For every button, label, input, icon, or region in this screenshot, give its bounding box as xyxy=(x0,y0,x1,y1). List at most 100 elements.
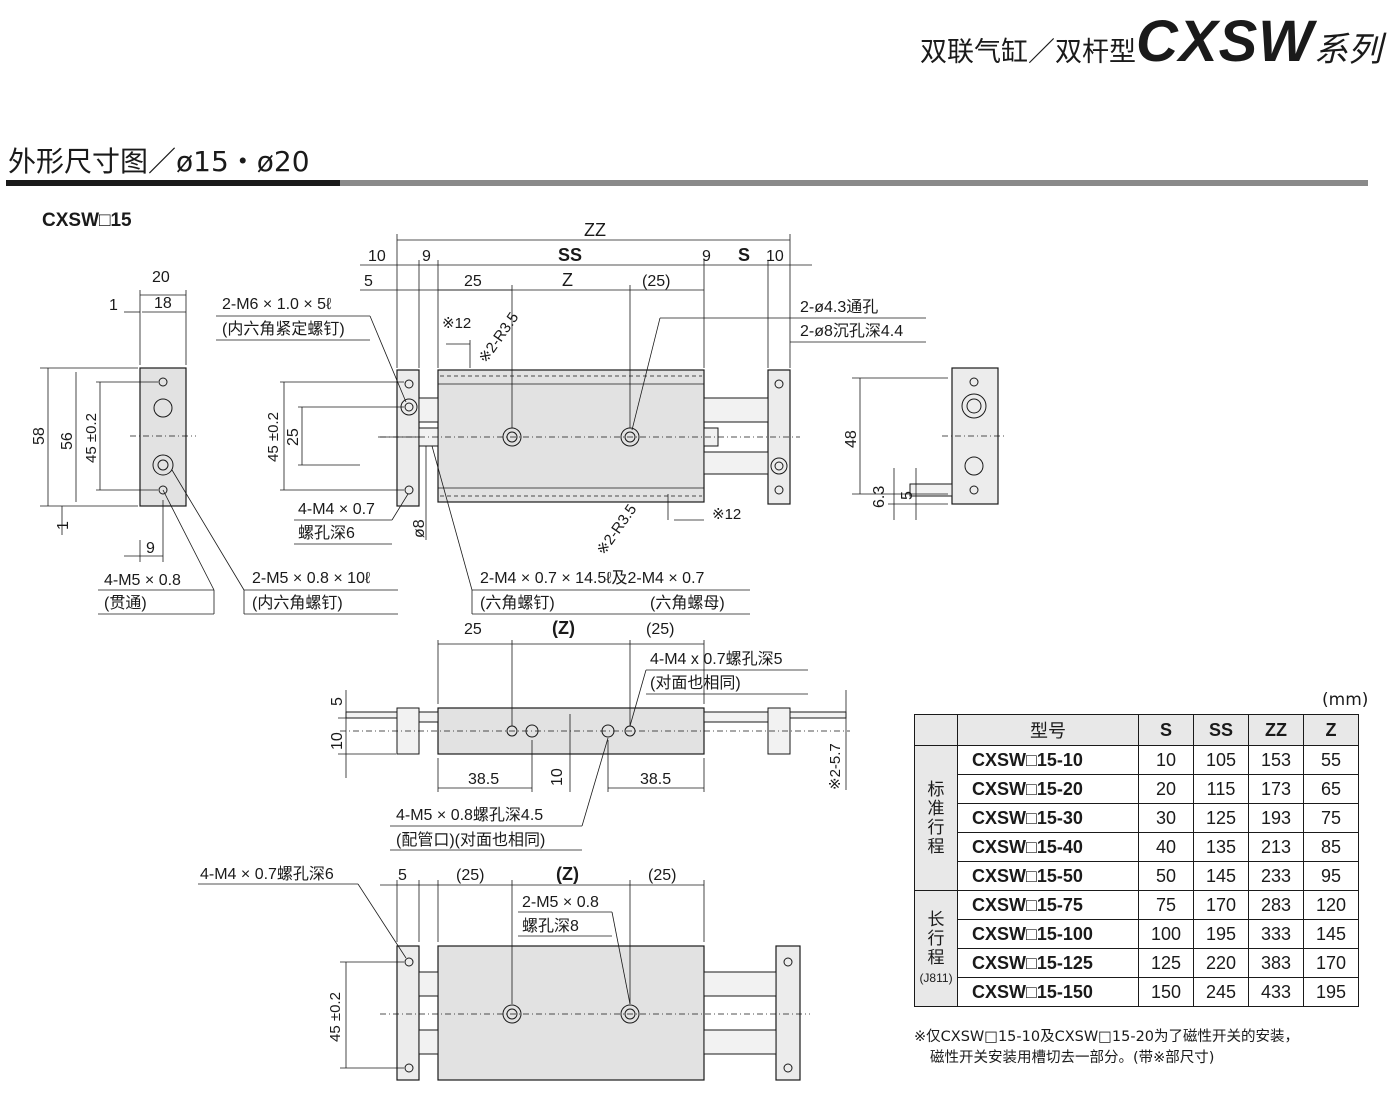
table-corner xyxy=(914,714,958,746)
note-m4: 4-M4 × 0.7 xyxy=(298,501,375,518)
bot-dim-z: (Z) xyxy=(556,864,579,884)
dim-side-h5: 5 xyxy=(899,491,916,500)
front-port-upper xyxy=(153,398,173,418)
footnote-line-1: ※仅CXSW□15-10及CXSW□15-20为了磁性开关的安装， xyxy=(914,1029,1300,1045)
top-view: ZZ 10 9 SS 9 S 10 5 25 Z (25) 2-M6 × 1.0… xyxy=(216,220,926,615)
table-row: CXSW□15-30 30 125 193 75 xyxy=(915,803,1359,833)
header-model: 型号 xyxy=(957,714,1139,746)
bottom-view: 5 (25) (Z) (25) 4-M4 × 0.7螺孔深6 2-M5 × 0.… xyxy=(198,864,810,1081)
series-suffix: 系列 xyxy=(1314,30,1382,70)
mid-dim-z: (Z) xyxy=(552,618,575,638)
side-view: 48 6.3 5 xyxy=(843,367,1006,520)
series-prefix: 双联气缸／双杆型 xyxy=(920,37,1136,68)
table-row: CXSW□15-100 100 195 333 145 xyxy=(915,919,1359,949)
table-row: 长行程(J811) CXSW□15-75 75 170 283 120 xyxy=(914,890,1359,1007)
dim-s: S xyxy=(738,245,750,265)
table-row: CXSW□15-50 50 145 233 95 xyxy=(915,861,1359,891)
note-x12: ※12 xyxy=(442,315,471,332)
mid-dim-10: 10 xyxy=(549,768,566,786)
top-rod-lower xyxy=(703,451,769,475)
front-view: 20 18 1 58 56 45 ±0.2 1 9 4-M5 × 0.8 (贯通… xyxy=(31,269,398,615)
front-view-body xyxy=(139,367,187,507)
mid-note-m4: 4-M4 x 0.7螺孔深5 xyxy=(650,650,783,668)
dim-5: 5 xyxy=(364,273,373,290)
dim-w9: 9 xyxy=(146,540,155,557)
dim-side-h48: 48 xyxy=(843,430,860,448)
note-m5-through-sub: (贯通) xyxy=(104,594,147,612)
series-header: 双联气缸／双杆型CXSW系列 xyxy=(920,8,1382,75)
dim-z: Z xyxy=(562,270,573,290)
top-left-end-plate xyxy=(396,369,420,507)
bot-dim-25a: (25) xyxy=(456,867,484,884)
dim-h58: 58 xyxy=(31,427,48,445)
dim-10a: 10 xyxy=(368,248,386,265)
dim-ss: SS xyxy=(558,245,582,265)
table-row: CXSW□15-40 40 135 213 85 xyxy=(915,832,1359,862)
spec-table: 型号 S SS ZZ Z 标准行程 CXSW□15-10 10 105 153 … xyxy=(914,714,1359,1007)
series-model: CXSW xyxy=(1136,9,1314,74)
bot-note-m5-sub: 螺孔深8 xyxy=(522,917,579,935)
dim-w18: 18 xyxy=(154,295,172,312)
note-m5-screw-sub: (内六角螺钉) xyxy=(252,594,343,612)
note-m6-sub: (内六角紧定螺钉) xyxy=(222,320,345,338)
note-m5-through: 4-M5 × 0.8 xyxy=(104,572,181,589)
table-row: CXSW□15-20 20 115 173 65 xyxy=(915,774,1359,804)
title-underline-gray xyxy=(340,180,1368,186)
bottom-cylinder-body xyxy=(437,945,705,1081)
footnote-line-2: 磁性开关安装用槽切去一部分。(带※部尺寸) xyxy=(930,1050,1215,1066)
unit-label: (mm) xyxy=(1322,690,1369,710)
front-port-lower xyxy=(152,454,174,476)
note-hole: 2-ø4.3通孔 xyxy=(800,298,878,316)
dim-h1: 1 xyxy=(55,521,72,530)
note-m6: 2-M6 × 1.0 × 5ℓ xyxy=(222,296,331,313)
group-long-note: (J811) xyxy=(919,970,953,985)
mid-note-m4-sub: (对面也相同) xyxy=(650,674,741,692)
mid-note-m5-sub: (配管口)(对面也相同) xyxy=(396,831,545,849)
bot-dim-5: 5 xyxy=(398,867,407,884)
table-row: CXSW□15-150 150 245 433 195 xyxy=(915,977,1359,1007)
dim-top-h45: 45 ±0.2 xyxy=(265,412,282,462)
note-m4-long: 2-M4 × 0.7 × 14.5ℓ及2-M4 × 0.7 xyxy=(480,570,705,587)
header-zz: ZZ xyxy=(1248,714,1304,746)
dim-9a: 9 xyxy=(422,248,431,265)
mid-note-m5: 4-M5 × 0.8螺孔深4.5 xyxy=(396,806,543,824)
table-row: 标准行程 CXSW□15-10 10 105 153 55 xyxy=(914,745,1359,891)
header-s: S xyxy=(1138,714,1194,746)
header-z: Z xyxy=(1303,714,1359,746)
dim-top-h25: 25 xyxy=(285,428,302,446)
mid-dim-h5: 5 xyxy=(329,697,346,706)
group-long: 长行程(J811) xyxy=(914,890,958,1007)
note-cbore: 2-ø8沉孔深4.4 xyxy=(800,322,903,340)
mid-dim-257: ※2-5.7 xyxy=(827,743,844,790)
note-r35: ※2-R3.5 xyxy=(475,309,522,366)
note-m5-screw: 2-M5 × 0.8 × 10ℓ xyxy=(252,570,370,587)
dim-25: 25 xyxy=(464,273,482,290)
note-r35b: ※2-R3.5 xyxy=(593,501,640,558)
note-m4-long-sub1: (六角螺钉) xyxy=(480,594,555,612)
table-header-row: 型号 S SS ZZ Z xyxy=(914,714,1359,746)
bottom-left-end-plate xyxy=(396,945,420,1081)
mid-dim-h10: 10 xyxy=(329,732,346,750)
dim-w1: 1 xyxy=(109,297,118,314)
middle-view: 25 (Z) (25) 4-M4 x 0.7螺孔深5 (对面也相同) 5 10 … xyxy=(329,618,850,851)
dim-w20: 20 xyxy=(152,269,170,286)
dim-d8: ø8 xyxy=(411,519,428,538)
dim-9b: 9 xyxy=(702,248,711,265)
bottom-right-end-plate xyxy=(775,945,801,1081)
mid-dim-25: 25 xyxy=(464,621,482,638)
header-ss: SS xyxy=(1193,714,1249,746)
bot-note-m5: 2-M5 × 0.8 xyxy=(522,894,599,911)
bot-dim-h45: 45 ±0.2 xyxy=(327,992,344,1042)
mid-dim-25p: (25) xyxy=(646,621,674,638)
note-x12b: ※12 xyxy=(712,506,741,523)
title-underline-dark xyxy=(6,180,340,186)
table-footnote: ※仅CXSW□15-10及CXSW□15-20为了磁性开关的安装， 磁性开关安装… xyxy=(914,1027,1299,1069)
note-m4-sub: 螺孔深6 xyxy=(298,524,355,542)
dim-25p: (25) xyxy=(642,273,670,290)
dim-10b: 10 xyxy=(766,248,784,265)
bot-dim-25b: (25) xyxy=(648,867,676,884)
dim-side-h63: 6.3 xyxy=(871,486,888,508)
dim-h45: 45 ±0.2 xyxy=(83,413,100,463)
dim-zz: ZZ xyxy=(584,220,606,240)
